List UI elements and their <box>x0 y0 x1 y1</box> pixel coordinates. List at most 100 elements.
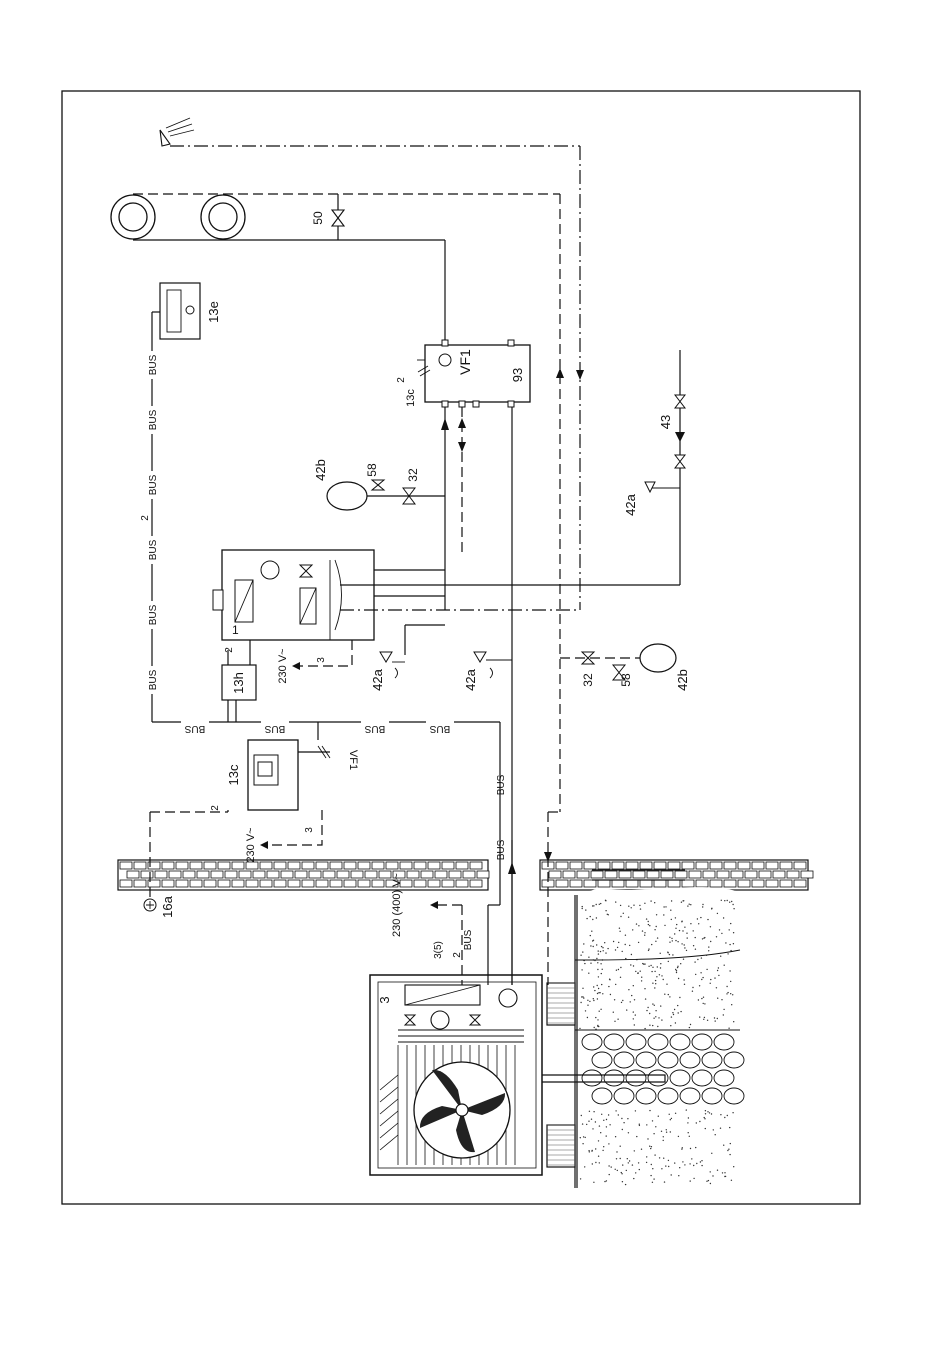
cable-2e-label: 2 <box>452 952 463 958</box>
cable-2d-label: 2 <box>210 805 221 811</box>
stone <box>692 1034 712 1050</box>
gravel-dot <box>663 979 664 980</box>
brick <box>260 862 272 869</box>
brick <box>190 880 202 887</box>
valve-group-43 <box>645 350 685 585</box>
gravel-dot <box>585 909 586 910</box>
gravel-dot <box>666 1129 667 1130</box>
gravel-dot <box>663 906 664 907</box>
stone <box>714 1034 734 1050</box>
brick <box>766 862 778 869</box>
gravel-dot <box>707 1020 708 1021</box>
brick <box>274 862 286 869</box>
gravel-dot <box>710 1183 711 1184</box>
gravel-dot <box>733 1166 734 1167</box>
gravel-dot <box>648 948 649 949</box>
gravel-dot <box>710 1171 711 1172</box>
gravel-dot <box>613 1012 614 1013</box>
brick <box>120 880 132 887</box>
brick <box>654 862 666 869</box>
gravel-dot <box>679 930 680 931</box>
gravel-dot <box>618 969 619 970</box>
stone <box>592 1052 612 1068</box>
bus-label-heatpump: BUS <box>463 929 474 950</box>
gravel-dot <box>588 1150 589 1151</box>
gravel-dot <box>615 1110 616 1111</box>
brick <box>351 871 363 878</box>
gravel-dot <box>703 1019 704 1020</box>
gravel-dot <box>633 965 634 966</box>
valve-50-label: 50 <box>311 211 325 225</box>
brick <box>766 880 778 887</box>
gravel-dot <box>647 1138 648 1139</box>
gravel-dot <box>592 905 593 906</box>
gravel-dot <box>724 1117 725 1118</box>
gravel-dot <box>699 1016 700 1017</box>
gravel-dot <box>585 1137 586 1138</box>
gravel-dot <box>729 1154 730 1155</box>
outdoor-sensor-label: 16a <box>160 895 175 917</box>
gravel-dot <box>611 1166 612 1167</box>
stone <box>702 1052 722 1068</box>
gravel-dot <box>675 917 676 918</box>
gravel-dot <box>674 1009 675 1010</box>
gravel-dot <box>638 972 639 973</box>
brick <box>344 880 356 887</box>
expansion-vessel-42b-right <box>560 644 676 680</box>
brick <box>134 862 146 869</box>
brick <box>372 880 384 887</box>
gravel-dot <box>693 1165 694 1166</box>
brick <box>379 871 391 878</box>
gravel-dot <box>635 1014 636 1015</box>
gravel-dot <box>588 1121 589 1122</box>
gravel-dot <box>679 997 680 998</box>
brick <box>456 880 468 887</box>
gravel-dot <box>627 1118 628 1119</box>
brick <box>253 871 265 878</box>
brick <box>794 862 806 869</box>
brick <box>470 880 482 887</box>
gravel-dot <box>582 906 583 907</box>
gravel-dot <box>616 970 617 971</box>
gravel-dot <box>600 1132 601 1133</box>
gravel-dot <box>664 1181 665 1182</box>
gravel-dot <box>648 966 649 967</box>
gravel-dot <box>633 1178 634 1179</box>
gravel-dot <box>646 1010 647 1011</box>
gravel-dot <box>592 919 593 920</box>
gravel-dot <box>600 963 601 964</box>
gravel-dot <box>644 963 645 964</box>
brick <box>218 880 230 887</box>
gravel-dot <box>631 907 632 908</box>
gravel-dot <box>666 984 667 985</box>
gravel-dot <box>684 947 685 948</box>
gravel-dot <box>676 972 677 973</box>
gravel-dot <box>622 951 623 952</box>
stone <box>648 1034 668 1050</box>
brick <box>400 862 412 869</box>
gravel-dot <box>669 942 670 943</box>
gravel-dot <box>651 944 652 945</box>
brick <box>619 871 631 878</box>
gravel-dot <box>653 1178 654 1179</box>
gravel-dot <box>646 918 647 919</box>
brick <box>162 880 174 887</box>
gravel-dot <box>622 1000 623 1001</box>
gravel-dot <box>636 1136 637 1137</box>
gravel-dot <box>709 1112 710 1113</box>
gravel-dot <box>676 970 677 971</box>
gravel-dot <box>623 1122 624 1123</box>
gravel-dot <box>669 937 670 938</box>
flow-sensor-out-label: VF1 <box>347 750 359 770</box>
gravel-dot <box>592 1163 593 1164</box>
gravel-dot <box>596 904 597 905</box>
gravel-dot <box>730 1143 731 1144</box>
brick <box>794 880 806 887</box>
gravel-dot <box>660 1005 661 1006</box>
gravel-dot <box>678 1012 679 1013</box>
gravel-dot <box>605 900 606 901</box>
gravel-dot <box>710 941 711 942</box>
gravel-dot <box>591 1150 592 1151</box>
brick <box>365 871 377 878</box>
gravel-dot <box>616 1151 617 1152</box>
